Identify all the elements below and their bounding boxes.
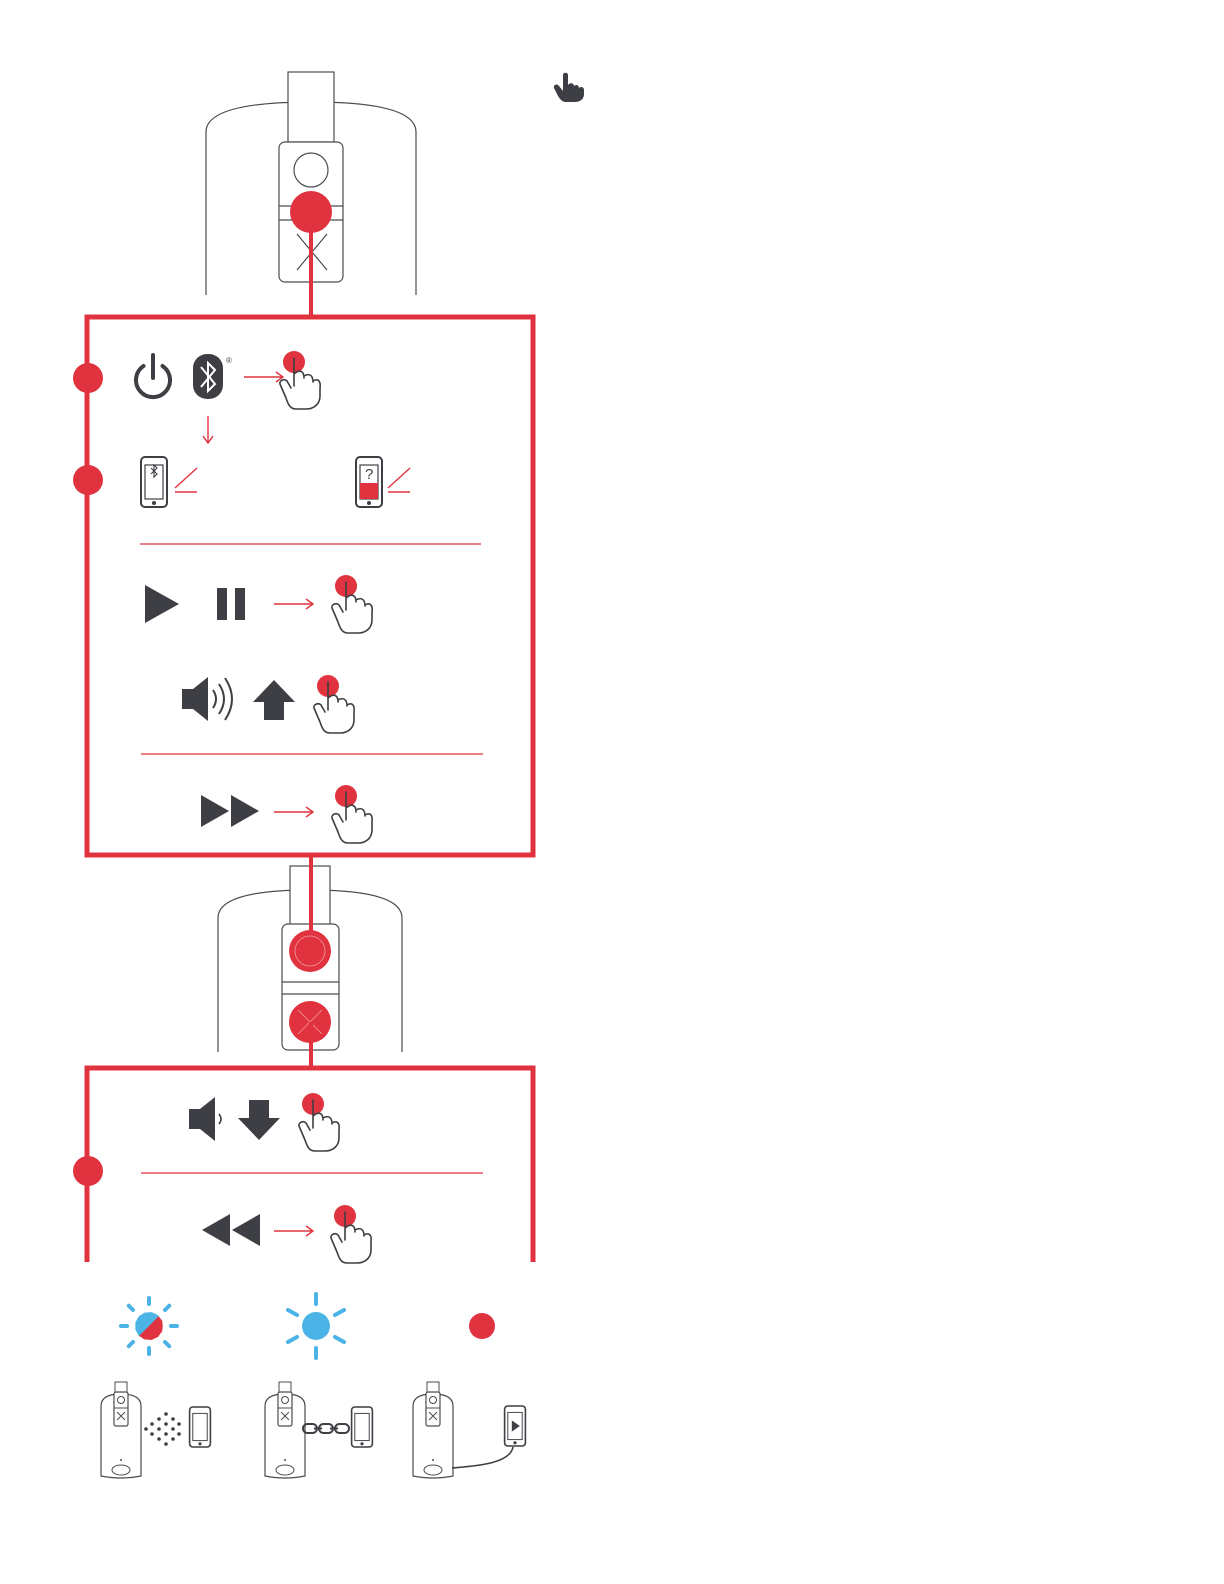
bluetooth-icon <box>193 354 223 399</box>
finger-press-icon <box>331 1205 371 1263</box>
finger-press-icon <box>299 1093 339 1151</box>
volume-down-icon <box>189 1097 221 1141</box>
phone-unknown-icon: ? <box>356 457 382 507</box>
arrow-up-icon <box>253 680 295 720</box>
unknown-mark: ? <box>365 466 373 483</box>
finger-press-icon <box>332 785 372 843</box>
pause-icon <box>217 588 245 620</box>
hand-cursor-icon <box>554 73 584 102</box>
step-marker <box>73 1156 103 1186</box>
arrow <box>274 1226 313 1236</box>
led-red-icon <box>469 1313 495 1339</box>
rewind-icon <box>202 1214 260 1246</box>
led-blinking-blue-red-icon <box>117 1294 181 1358</box>
step-marker <box>73 465 103 495</box>
fast-forward-icon <box>201 795 259 827</box>
phone-playing-icon <box>505 1406 526 1446</box>
finger-press-icon <box>332 575 372 633</box>
arrow <box>274 599 313 609</box>
play-icon <box>145 585 179 623</box>
arrow <box>274 807 313 817</box>
signal-lines <box>388 468 410 492</box>
signal-lines <box>175 468 197 492</box>
finger-press-icon <box>314 675 354 733</box>
pairing-dots <box>144 1412 181 1446</box>
mini-speaker <box>101 1382 141 1478</box>
arrow-down <box>203 416 213 443</box>
phone-icon <box>352 1407 373 1447</box>
chain-link-icon <box>303 1424 349 1433</box>
power-icon <box>136 355 170 397</box>
finger-press-icon <box>280 351 320 409</box>
phone-bluetooth-icon <box>141 457 167 507</box>
arrow-down-icon <box>238 1100 280 1140</box>
arrow <box>244 372 283 382</box>
volume-up-icon <box>182 677 232 721</box>
mini-speaker <box>265 1382 305 1478</box>
step-marker <box>73 363 103 393</box>
phone-icon <box>190 1407 211 1447</box>
led-solid-blue-icon <box>288 1294 344 1358</box>
audio-cable <box>452 1447 513 1468</box>
registered-mark: ® <box>226 356 232 365</box>
plus-button-highlight <box>289 930 331 972</box>
mini-speaker <box>413 1382 453 1478</box>
